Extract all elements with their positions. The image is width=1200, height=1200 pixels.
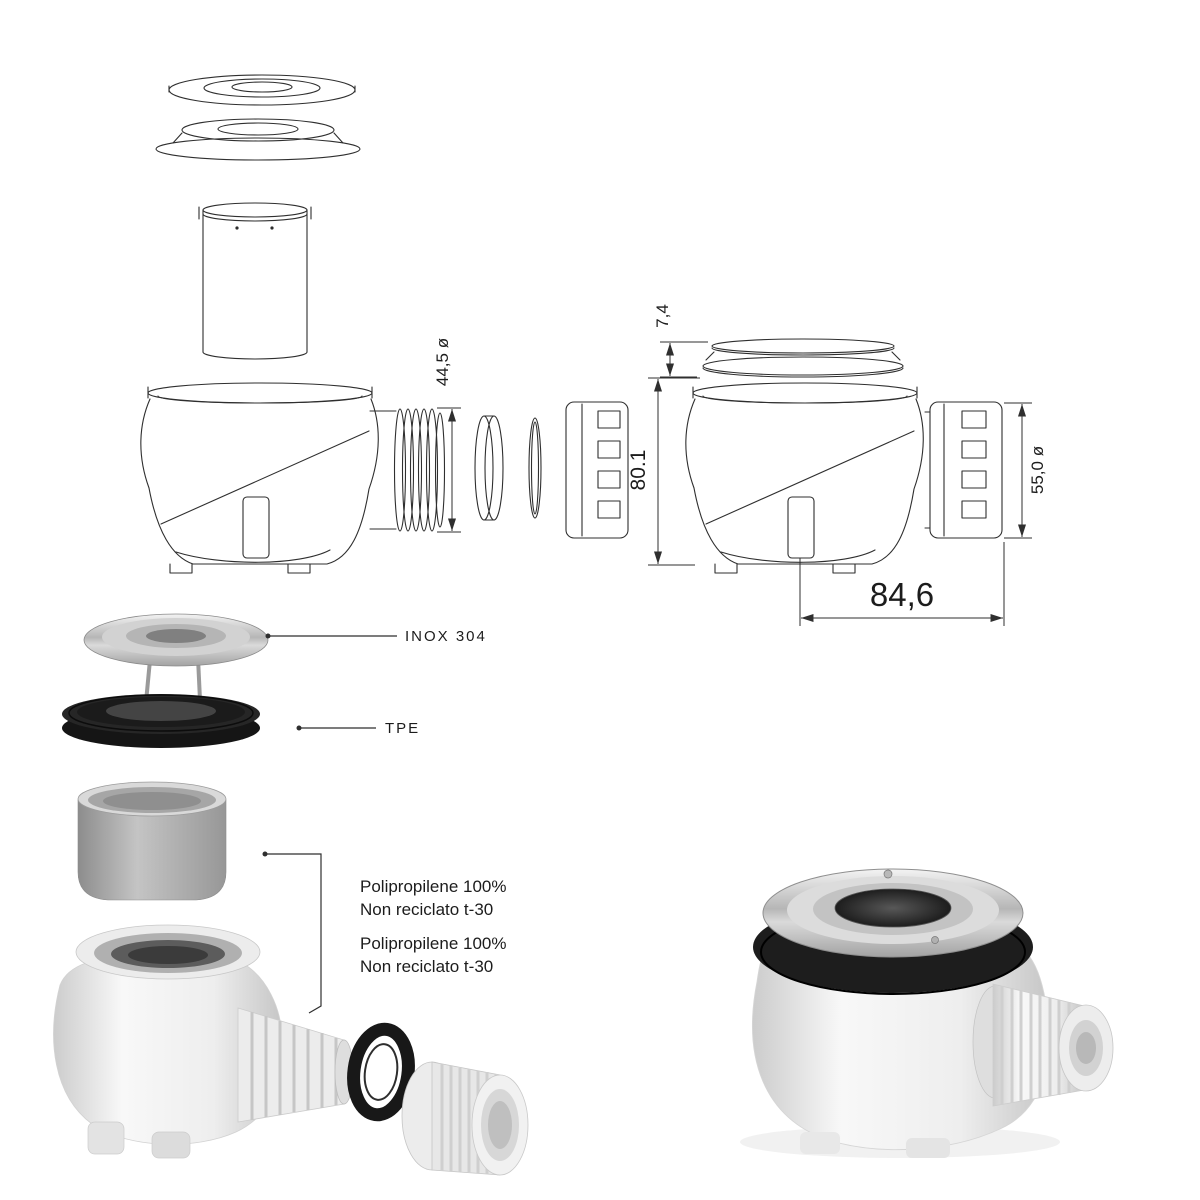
label-polipropilene-b: Polipropilene 100% Non reciclato t-30 xyxy=(360,934,507,976)
material-label-pp-line2: Non reciclato t-30 xyxy=(360,900,493,919)
assembled-body xyxy=(752,946,1050,1158)
material-label-pp-line1: Polipropilene 100% xyxy=(360,877,507,896)
dim-text-body-height: 80.1 xyxy=(627,450,650,491)
material-label-inox: INOX 304 xyxy=(405,628,487,645)
material-label-pp-b-line1: Polipropilene 100% xyxy=(360,934,507,953)
dim-thread-diameter: 44,5 ø xyxy=(433,338,461,533)
cylinder-insert-drawing xyxy=(198,202,312,360)
dim-text-nut-diameter: 55,0 ø xyxy=(1028,446,1047,494)
outlet-gasket-render xyxy=(347,1022,415,1122)
cover-assembled-drawing xyxy=(702,338,904,378)
assembled-render xyxy=(740,868,1114,1158)
exploded-render: INOX 304 TPE Polipropilene 100% Non reci… xyxy=(53,613,529,1176)
lock-nut-assembled-drawing xyxy=(924,401,1003,539)
assembled-nut xyxy=(972,983,1114,1107)
dim-nut-diameter: 55,0 ø xyxy=(1004,402,1047,539)
dimensioned-drawing: 44,5 ø 7,4 80.1 55,0 ø 84,6 xyxy=(433,304,1047,626)
dim-text-thread-diameter: 44,5 ø xyxy=(433,338,452,386)
outlet-threads-drawing xyxy=(369,408,446,532)
trap-body-drawing xyxy=(140,382,379,574)
dim-body-height: 80.1 xyxy=(627,377,700,566)
label-inox: INOX 304 xyxy=(265,628,487,645)
gasket-drawing xyxy=(474,415,504,521)
label-tpe: TPE xyxy=(296,720,420,737)
dim-text-cover-height: 7,4 xyxy=(653,304,672,328)
label-polipropilene-a: Polipropilene 100% Non reciclato t-30 xyxy=(262,851,507,1014)
lock-nut-drawing xyxy=(565,401,629,539)
cover-plate-drawing xyxy=(168,74,356,106)
trap-body-assembled-drawing xyxy=(685,382,924,574)
nut-render xyxy=(401,1061,529,1176)
dim-horizontal-span: 84,6 xyxy=(799,542,1005,626)
material-label-tpe: TPE xyxy=(385,720,420,737)
screw-top xyxy=(883,869,893,879)
material-label-pp-b-line2: Non reciclato t-30 xyxy=(360,957,493,976)
tpe-gasket-render xyxy=(62,694,260,748)
dim-text-horizontal-span: 84,6 xyxy=(870,576,934,613)
washer-drawing xyxy=(528,417,542,519)
inox-cover-render xyxy=(83,613,269,703)
assembled-chrome-ring xyxy=(762,868,1024,958)
screw-front xyxy=(931,936,939,944)
cylinder-render xyxy=(77,781,227,901)
exploded-line-drawing xyxy=(140,74,629,574)
flange-ring-drawing xyxy=(155,118,361,161)
dim-cover-height: 7,4 xyxy=(653,304,708,378)
trap-body-render xyxy=(53,924,354,1159)
